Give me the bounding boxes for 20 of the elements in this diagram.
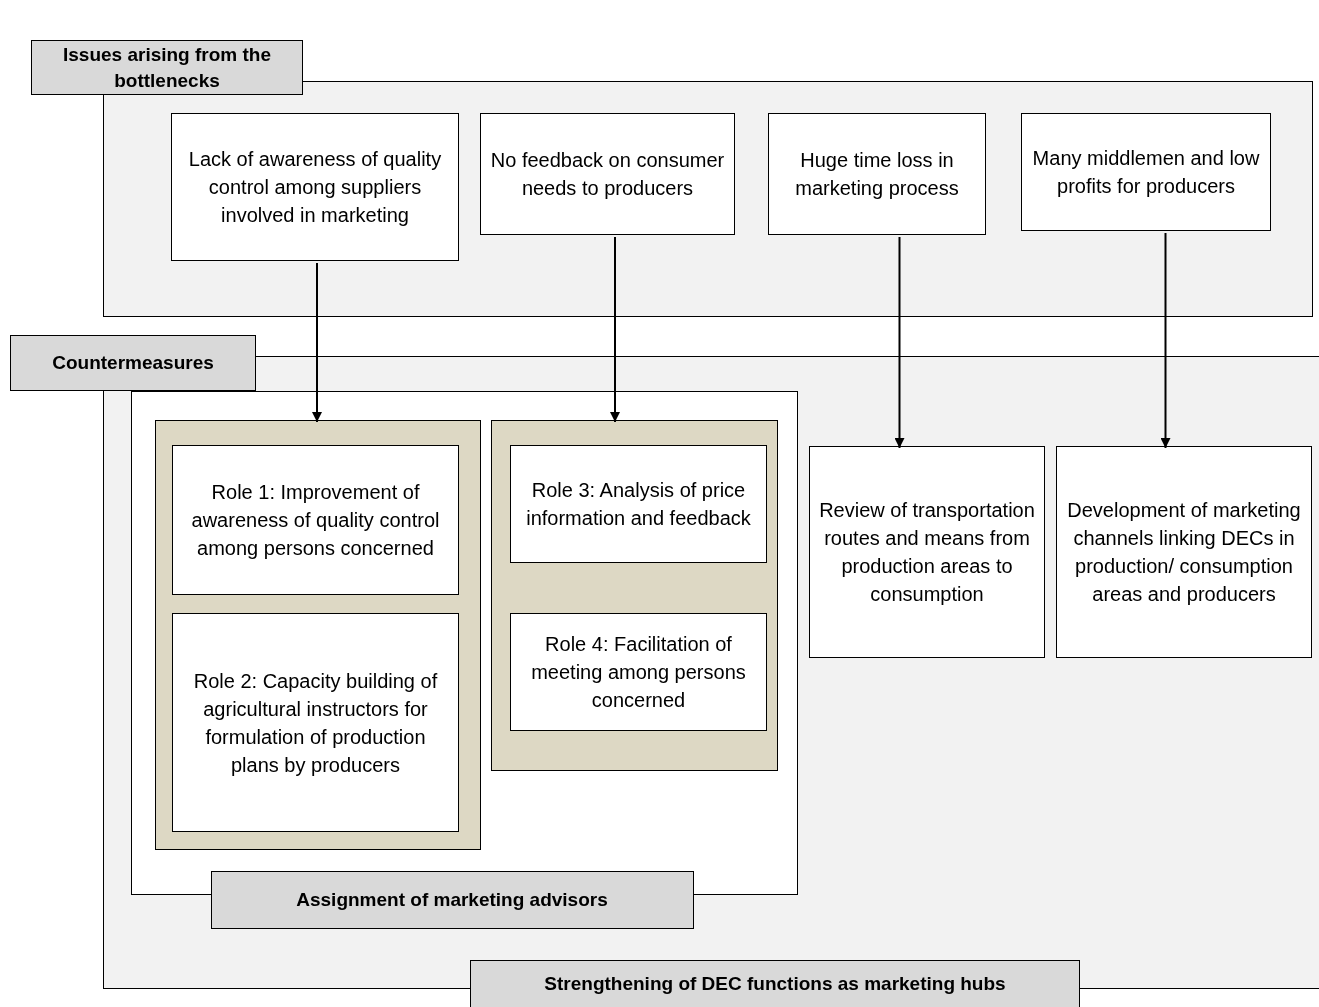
text-box: Review of transportation routes and means from production areas to consumption	[809, 446, 1045, 658]
arrow	[894, 236, 905, 449]
section-label: Issues arising from the bottlenecks	[31, 40, 303, 95]
text-box: Many middlemen and low profits for producers	[1021, 113, 1271, 231]
text-box: Lack of awareness of quality control among suppliers involved in marketing	[171, 113, 459, 261]
text-box: Role 2: Capacity building of agricultural instructors for formulation of production plans by producers	[172, 613, 459, 832]
arrow	[312, 262, 322, 423]
text-box: Role 3: Analysis of price information and feedback	[510, 445, 767, 563]
text-box: Role 4: Facilitation of meeting among persons concerned	[510, 613, 767, 731]
text-box: Development of marketing channels linking DECs in production/ consumption areas and producers	[1056, 446, 1312, 658]
section-label: Strengthening of DEC functions as marketing hubs	[470, 960, 1080, 1007]
group-box	[154, 419, 481, 850]
text-box: No feedback on consumer needs to producers	[480, 113, 735, 235]
section-label: Assignment of marketing advisors	[210, 870, 694, 929]
text-box: Huge time loss in marketing process	[768, 113, 986, 235]
group-box	[490, 419, 778, 771]
arrow	[1160, 232, 1171, 449]
arrow	[610, 236, 620, 423]
text-box: Role 1: Improvement of awareness of quality control among persons concerned	[172, 445, 459, 595]
section-label: Countermeasures	[10, 335, 256, 391]
